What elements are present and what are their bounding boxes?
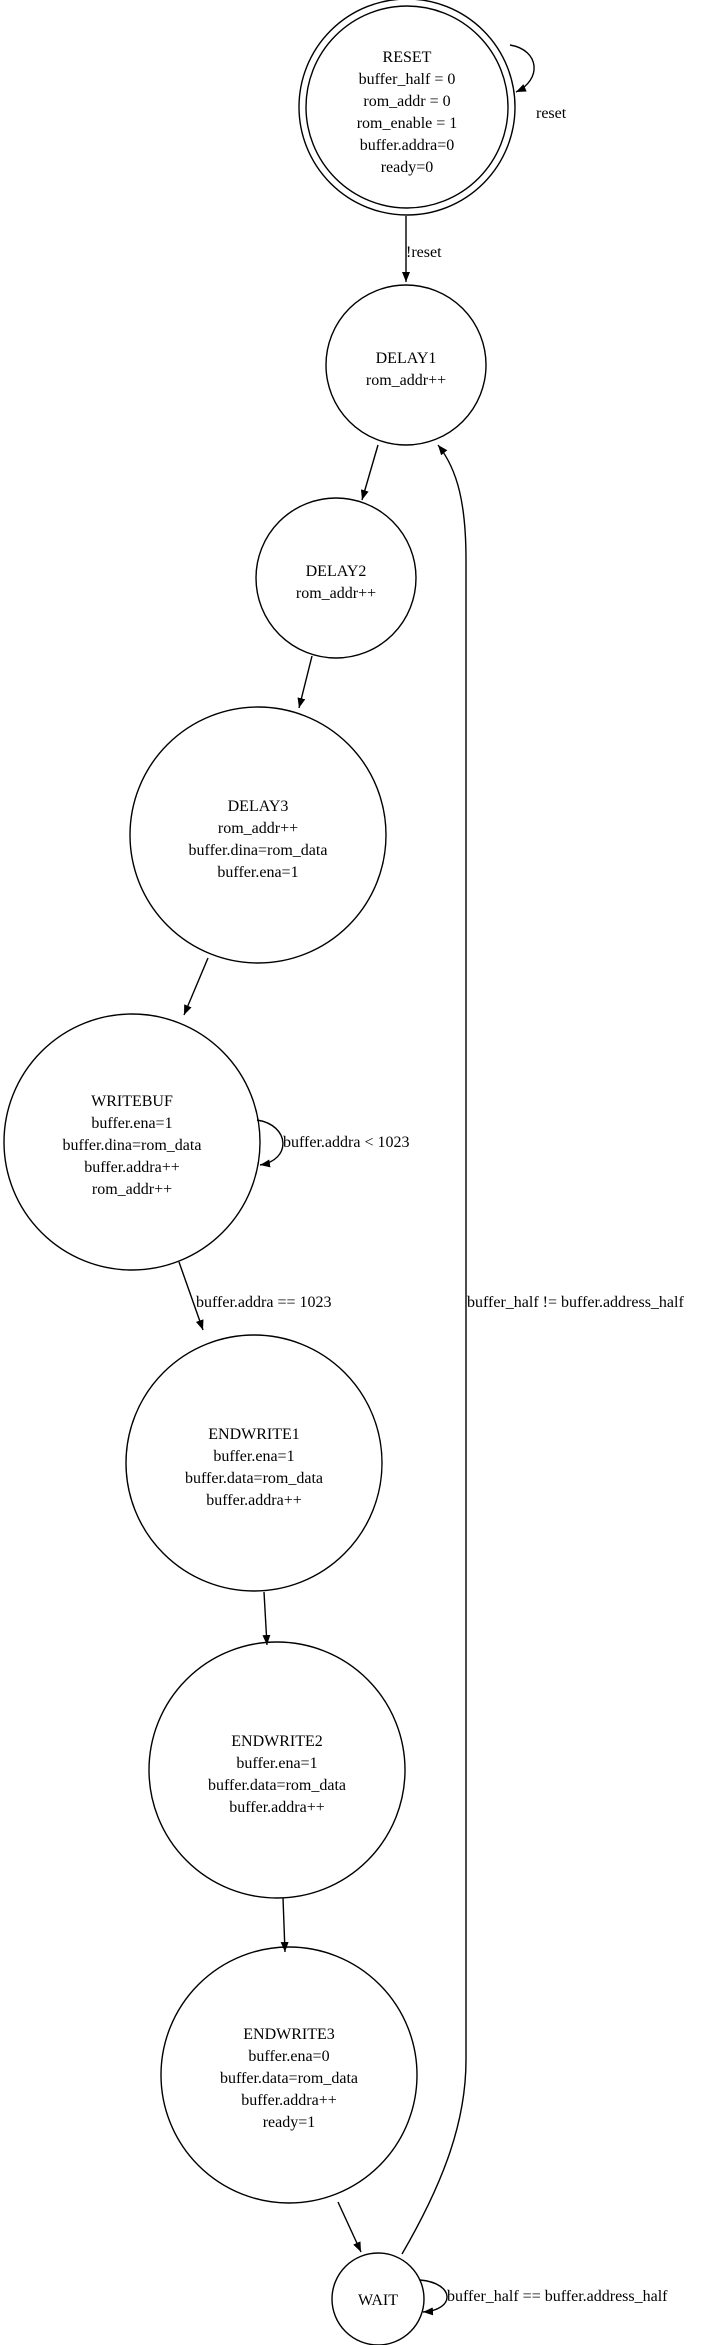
state-delay3 <box>129 706 387 964</box>
state-reset-line: buffer_half = 0 <box>359 71 456 88</box>
state-delay2 <box>255 497 417 659</box>
state-endwrite2-line: buffer.addra++ <box>229 1799 325 1816</box>
state-reset <box>298 0 516 216</box>
edge-writebuf-self <box>256 1119 284 1168</box>
state-endwrite1 <box>125 1334 383 1592</box>
state-writebuf-line: buffer.addra++ <box>84 1159 180 1176</box>
state-writebuf-line: buffer.ena=1 <box>91 1115 172 1132</box>
state-delay1 <box>325 284 487 446</box>
state-endwrite1-line: buffer.data=rom_data <box>185 1470 323 1487</box>
edge-wait-self <box>419 2279 448 2316</box>
state-reset-line: rom_enable = 1 <box>357 115 458 132</box>
edge-endwrite2-to-endwrite3 <box>280 1897 289 1953</box>
state-writebuf <box>3 1013 261 1271</box>
state-reset-outer-ring <box>298 0 516 216</box>
edge-label-reset-to-delay1: !reset <box>406 244 442 261</box>
state-delay3-line: buffer.ena=1 <box>217 864 298 881</box>
edge-label-writebuf-to-endwrite1: buffer.addra == 1023 <box>196 1294 332 1311</box>
state-endwrite2-name: ENDWRITE2 <box>231 1733 323 1750</box>
edge-endwrite3-to-wait <box>337 2201 362 2253</box>
state-endwrite3-line: buffer.ena=0 <box>248 2048 329 2065</box>
state-reset-line: rom_addr = 0 <box>363 93 450 110</box>
edge-label-writebuf-self: buffer.addra < 1023 <box>283 1134 409 1151</box>
states-layer <box>3 0 516 2345</box>
state-reset-line: ready=0 <box>381 159 434 176</box>
state-delay1-name: DELAY1 <box>376 350 437 367</box>
state-endwrite1-line: buffer.addra++ <box>206 1492 302 1509</box>
state-endwrite3 <box>160 1946 418 2204</box>
state-delay3-line: buffer.dina=rom_data <box>189 842 328 859</box>
state-endwrite3-line: buffer.data=rom_data <box>220 2070 358 2087</box>
state-labels: RESET buffer_half = 0 rom_addr = 0 rom_e… <box>63 49 458 2309</box>
transition-labels: reset !reset buffer.addra < 1023 buffer.… <box>196 105 684 2305</box>
edge-endwrite1-to-endwrite2 <box>262 1591 271 1646</box>
edge-delay3-to-writebuf <box>183 957 209 1016</box>
state-reset-inner-ring <box>305 5 509 209</box>
state-endwrite2-line: buffer.data=rom_data <box>208 1777 346 1794</box>
edge-writebuf-to-endwrite1 <box>178 1261 204 1331</box>
state-reset-line: buffer.addra=0 <box>360 137 454 154</box>
state-writebuf-line: buffer.dina=rom_data <box>63 1137 202 1154</box>
state-writebuf-line: rom_addr++ <box>92 1181 172 1198</box>
edge-label-reset-self: reset <box>536 105 567 122</box>
state-reset-name: RESET <box>383 49 432 66</box>
edge-label-wait-to-delay1: buffer_half != buffer.address_half <box>467 1294 684 1311</box>
state-endwrite3-line: buffer.addra++ <box>241 2092 337 2109</box>
state-delay1-line: rom_addr++ <box>366 372 446 389</box>
state-endwrite2-line: buffer.ena=1 <box>236 1755 317 1772</box>
edge-wait-to-delay1 <box>401 444 467 2255</box>
state-endwrite3-line: ready=1 <box>263 2114 316 2131</box>
state-endwrite1-name: ENDWRITE1 <box>208 1426 300 1443</box>
edge-delay1-to-delay2 <box>360 444 379 501</box>
state-wait-name: WAIT <box>358 2292 398 2309</box>
state-writebuf-name: WRITEBUF <box>91 1093 173 1110</box>
state-delay2-line: rom_addr++ <box>296 585 376 602</box>
state-endwrite3-name: ENDWRITE3 <box>243 2026 335 2043</box>
state-delay3-name: DELAY3 <box>228 798 289 815</box>
edge-label-wait-self: buffer_half == buffer.address_half <box>447 2288 668 2305</box>
state-delay2-name: DELAY2 <box>306 563 367 580</box>
state-endwrite1-line: buffer.ena=1 <box>213 1448 294 1465</box>
state-endwrite2 <box>148 1641 406 1899</box>
state-delay3-line: rom_addr++ <box>218 820 298 837</box>
state-wait <box>331 2252 425 2345</box>
transitions-layer <box>178 44 535 2316</box>
edge-reset-self <box>509 44 535 93</box>
edge-delay2-to-delay3 <box>297 655 313 709</box>
